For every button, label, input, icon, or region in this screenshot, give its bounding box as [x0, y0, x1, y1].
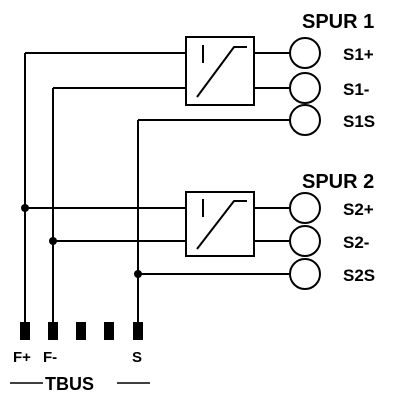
spur1-isolator-box: [185, 36, 255, 106]
tbus-pin-3: [76, 322, 86, 340]
tbus-pin-fminus: [48, 322, 58, 340]
tbus-fplus-label: F+: [13, 349, 31, 366]
tbus-pin-fplus: [20, 322, 30, 340]
spur1-isolator-ramp: [196, 46, 247, 98]
tbus-pin-shield: [133, 322, 143, 340]
terminal-s2-plus: [289, 192, 321, 224]
spur1-title: SPUR 1: [302, 11, 374, 33]
s2-minus-label: S2-: [343, 233, 369, 252]
spur2-isolator-ramp: [196, 200, 247, 250]
s2-plus-label: S2+: [343, 200, 374, 219]
s1-minus-label: S1-: [343, 80, 369, 99]
s1-shield-label: S1S: [343, 112, 375, 131]
terminal-s2-shield: [289, 258, 321, 290]
terminal-s1-plus: [289, 37, 321, 69]
tbus-shield-label: S: [132, 349, 142, 366]
s1-plus-label: S1+: [343, 45, 374, 64]
spur2-title: SPUR 2: [302, 171, 374, 193]
junction-dot-fminus: [49, 237, 57, 245]
junction-dot-fplus: [21, 204, 29, 212]
tbus-label: TBUS: [45, 374, 94, 394]
tbus-pin-4: [104, 322, 114, 340]
spur2-isolator-box: [185, 191, 255, 257]
terminal-s1-minus: [289, 72, 321, 104]
junction-dot-shield: [134, 270, 142, 278]
s2-shield-label: S2S: [343, 266, 375, 285]
tbus-fminus-label: F-: [43, 349, 57, 366]
terminal-s1-shield: [289, 104, 321, 136]
terminal-s2-minus: [289, 225, 321, 257]
